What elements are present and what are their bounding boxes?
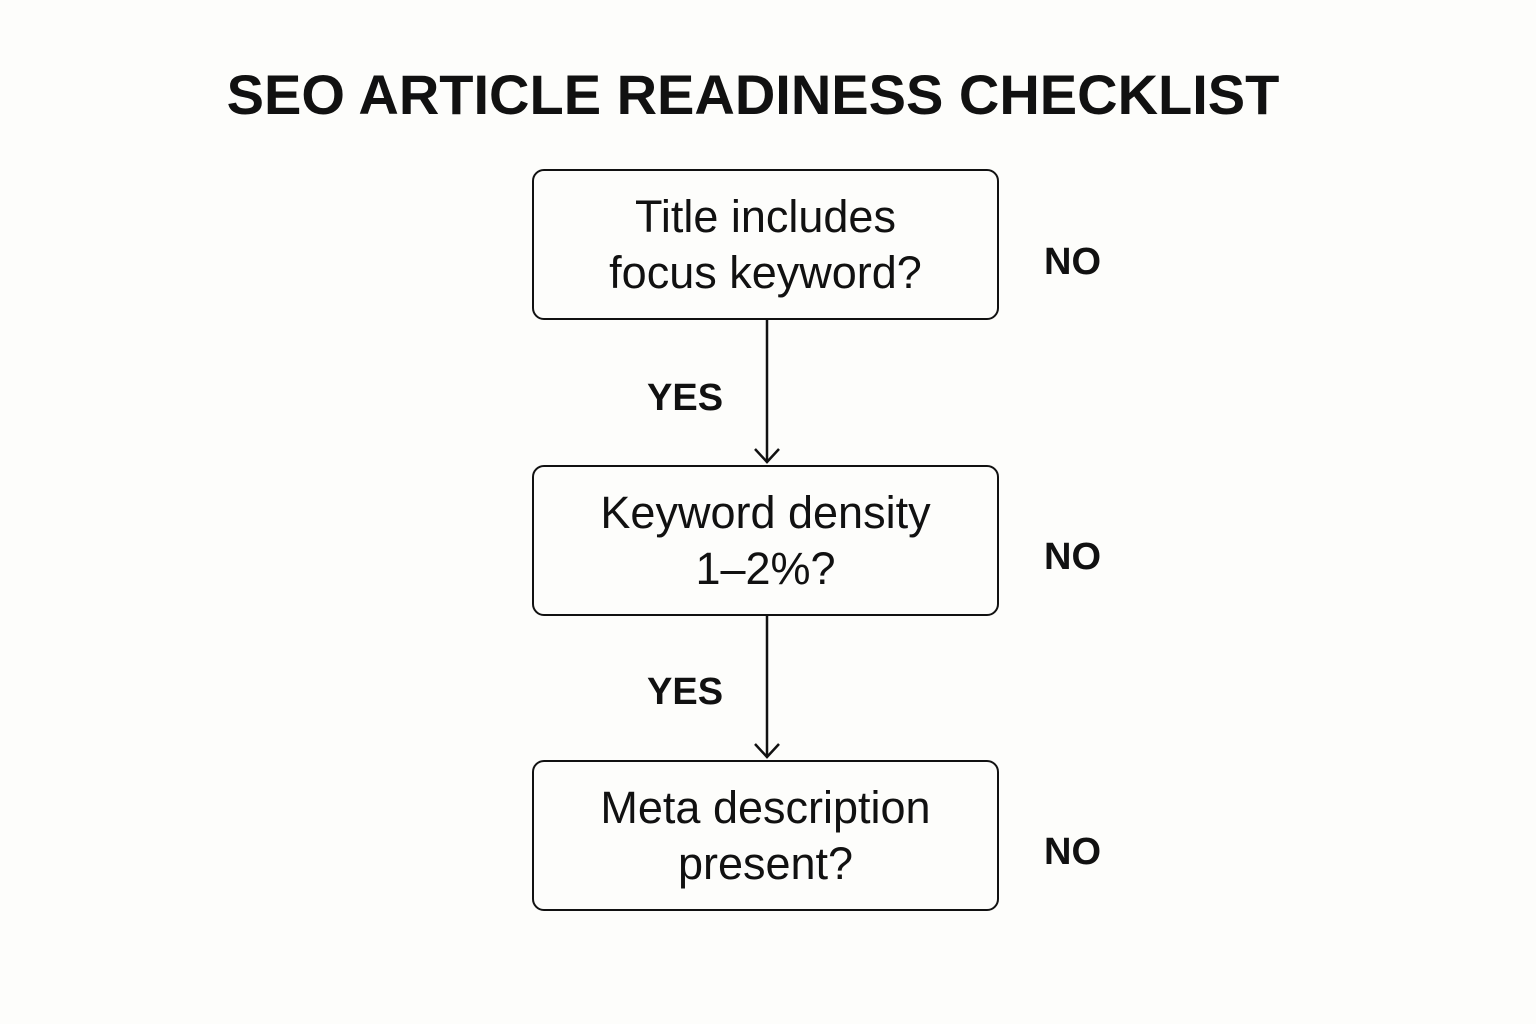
arrowhead-yes-2	[754, 743, 780, 759]
no-label: NO	[1044, 536, 1101, 578]
node-text-line: focus keyword?	[609, 246, 922, 298]
decision-node-title-keyword: Title includes focus keyword?	[532, 169, 999, 320]
no-label: NO	[1044, 831, 1101, 873]
yes-label: YES	[647, 377, 724, 419]
node-text-line: present?	[677, 837, 854, 889]
yes-label: YES	[647, 671, 724, 713]
diagram-title: SEO ARTICLE READINESS CHECKLIST	[226, 63, 1280, 126]
no-label: NO	[1044, 241, 1101, 283]
node-text-line: Keyword density	[600, 486, 931, 538]
node-text-line: Meta description	[600, 781, 931, 833]
node-text-line: Title includes	[635, 190, 896, 242]
node-text-line: 1–2%?	[695, 542, 836, 594]
decision-node-meta-description: Meta description present?	[532, 760, 999, 911]
arrowhead-yes-1	[754, 448, 780, 464]
decision-node-keyword-density: Keyword density 1–2%?	[532, 465, 999, 616]
